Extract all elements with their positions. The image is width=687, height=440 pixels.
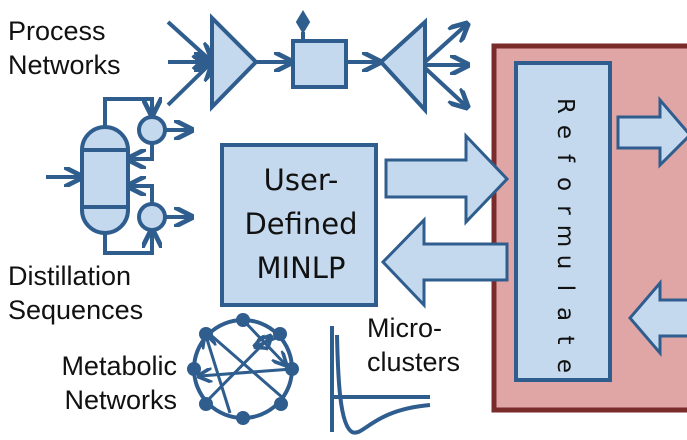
distillation-sequences-label: Distillation Sequences	[8, 259, 143, 327]
label-line: Sequences	[8, 295, 144, 325]
label-line: Defined	[244, 207, 358, 241]
reformulate-letter: e	[552, 358, 578, 374]
label-line: Networks	[64, 385, 177, 415]
process-network-icon	[166, 10, 466, 116]
arrow-left-icon	[628, 278, 687, 358]
minlp-box-label: User- Defined MINLP	[222, 158, 380, 290]
user-defined-minlp-box	[220, 143, 378, 307]
microclusters-label: Micro- clusters	[367, 311, 460, 379]
microcluster-potential-icon	[330, 326, 431, 435]
label-line: Micro-	[367, 313, 442, 343]
label-line: Metabolic	[61, 351, 177, 381]
label-line: Networks	[8, 50, 121, 80]
process-networks-label: Process Networks	[8, 14, 121, 82]
label-line: Process	[8, 16, 106, 46]
arrow-left-icon	[380, 216, 509, 309]
metabolic-network-icon	[187, 313, 299, 425]
distillation-column-icon	[46, 97, 190, 255]
arrow-right-icon	[384, 132, 510, 226]
metabolic-networks-label: Metabolic Networks	[42, 349, 177, 417]
arrow-right-icon	[616, 95, 687, 169]
label-line: clusters	[367, 347, 461, 377]
label-line: MINLP	[256, 251, 346, 285]
label-line: User-	[263, 163, 339, 197]
label-line: Distillation	[8, 261, 132, 291]
reformulate-box	[514, 61, 612, 382]
